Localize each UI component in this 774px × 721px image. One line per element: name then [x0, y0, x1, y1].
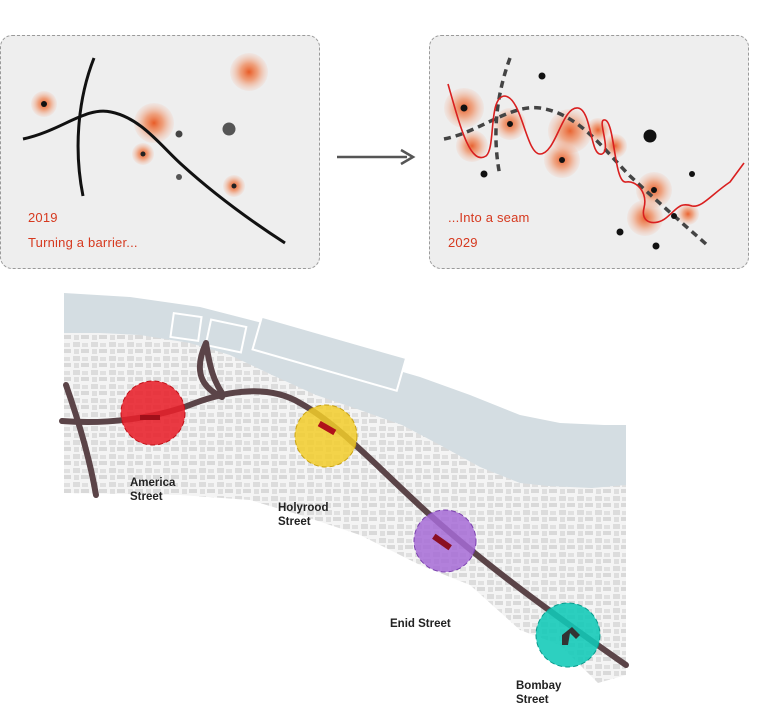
station-label-america: America Street: [130, 476, 175, 504]
seam-diagram: [443, 57, 745, 250]
rail-line-branch: [76, 57, 96, 197]
station-label-enid: Enid Street: [390, 617, 451, 631]
node: [140, 151, 146, 157]
after-year: 2029: [448, 235, 478, 250]
after-panel: ...Into a seam 2029: [429, 35, 749, 269]
node: [222, 122, 236, 136]
urban-fabric: [64, 323, 626, 683]
label-line: Street: [130, 491, 163, 503]
label-line: Street: [278, 516, 311, 528]
node: [689, 171, 695, 177]
pier: [169, 312, 203, 342]
activity-hotspot: [548, 109, 592, 153]
arrow-icon: [337, 148, 416, 166]
connecting-route: [447, 83, 745, 224]
node: [175, 130, 183, 138]
rail-line-branch-dashed: [494, 57, 512, 177]
after-caption: ...Into a seam: [448, 210, 530, 225]
activity-hotspot: [230, 53, 268, 91]
label-line: Street: [516, 694, 549, 706]
before-year: 2019: [28, 210, 58, 225]
station-enid-street[interactable]: [413, 509, 477, 573]
activity-hotspot: [677, 203, 699, 225]
station-bombay-street[interactable]: [535, 602, 601, 668]
label-line: America: [130, 477, 176, 489]
station-america-street[interactable]: [120, 380, 186, 446]
railway-branch: [63, 382, 99, 498]
label-line: Holyrood: [278, 502, 329, 514]
node: [652, 242, 660, 250]
node: [460, 104, 468, 112]
activity-hotspot: [456, 130, 488, 162]
pier: [251, 315, 408, 393]
district-map: [59, 293, 629, 683]
activity-hotspot: [134, 103, 174, 143]
node: [651, 187, 657, 193]
railway-spur: [196, 340, 225, 400]
station-holyrood-street[interactable]: [294, 404, 358, 468]
pier: [204, 318, 248, 354]
node: [671, 213, 677, 219]
label-line: Bombay: [516, 680, 562, 692]
node: [643, 129, 657, 143]
rail-line: [22, 109, 286, 245]
node: [176, 174, 182, 180]
label-line: Enid Street: [390, 618, 451, 630]
station-label-bombay: Bombay Street: [516, 679, 561, 707]
node: [559, 157, 565, 163]
before-caption: Turning a barrier...: [28, 235, 138, 250]
node: [538, 72, 546, 80]
node: [507, 121, 513, 127]
before-panel: 2019 Turning a barrier...: [0, 35, 320, 269]
station-label-holyrood: Holyrood Street: [278, 501, 328, 529]
node: [616, 228, 624, 236]
node: [480, 170, 488, 178]
node: [41, 101, 47, 107]
barrier-diagram: [22, 53, 286, 245]
node: [231, 183, 237, 189]
